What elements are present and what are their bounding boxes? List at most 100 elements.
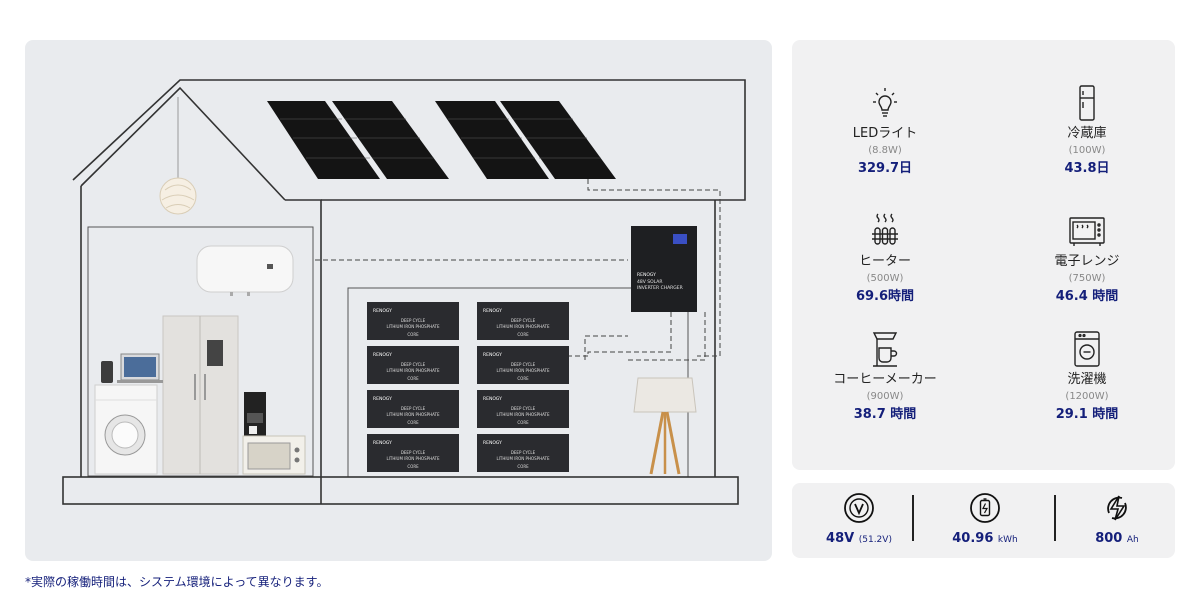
svg-text:CORE: CORE — [407, 376, 419, 381]
appliance-runtime-panel: LEDライト (8.8W) 329.7日 冷蔵庫 (100W) 43.8日 ヒー… — [792, 40, 1175, 470]
svg-text:RENOGY: RENOGY — [373, 396, 392, 402]
microwave-icon — [1067, 212, 1107, 252]
light-bulb-icon — [865, 84, 905, 124]
wiring — [315, 179, 721, 361]
svg-text:RENOGY: RENOGY — [483, 440, 502, 446]
svg-text:CORE: CORE — [517, 420, 529, 425]
laptop — [117, 353, 163, 383]
svg-text:CORE: CORE — [517, 464, 529, 469]
appliance-power: (750W) — [1068, 273, 1106, 284]
svg-text:DEEP CYCLE: DEEP CYCLE — [511, 362, 536, 367]
appliance-power: (1200W) — [1065, 391, 1109, 402]
svg-text:CORE: CORE — [407, 332, 419, 337]
svg-text:RENOGY: RENOGY — [373, 352, 392, 358]
svg-text:RENOGY: RENOGY — [483, 308, 502, 314]
left-room — [87, 226, 314, 477]
roof-outline — [72, 79, 746, 201]
inverter-charger: RENOGY 48V SOLAR INVERTER CHARGER — [631, 226, 697, 312]
house-illustration: RENOGY 48V SOLAR INVERTER CHARGER RENOGY… — [25, 40, 772, 561]
appliance-name: コーヒーメーカー — [833, 372, 937, 387]
phone — [101, 361, 113, 383]
appliance-heater: ヒーター (500W) 69.6時間 — [820, 212, 950, 305]
stat-divider — [1054, 495, 1056, 541]
svg-text:RENOGY: RENOGY — [373, 308, 392, 314]
svg-text:LITHIUM IRON PHOSPHATE: LITHIUM IRON PHOSPHATE — [497, 324, 550, 329]
appliance-power: (100W) — [1068, 145, 1106, 156]
stat-unit: (51.2V) — [858, 535, 892, 545]
battery-spec-bar: 48V (51.2V) 40.96 kWh 800 Ah — [792, 483, 1175, 558]
washing-machine — [94, 384, 158, 475]
floor-lamp — [633, 377, 697, 475]
stat-unit: Ah — [1126, 535, 1139, 545]
svg-text:CORE: CORE — [517, 376, 529, 381]
svg-text:LITHIUM IRON PHOSPHATE: LITHIUM IRON PHOSPHATE — [497, 412, 550, 417]
svg-text:DEEP CYCLE: DEEP CYCLE — [401, 406, 426, 411]
runtime-footnote: *実際の稼働時間は、システム環境によって異なります。 — [25, 575, 329, 589]
stat-capacity: 800 Ah — [1062, 491, 1172, 546]
appliance-runtime: 43.8日 — [1064, 161, 1110, 176]
toaster-oven — [242, 435, 306, 475]
voltage-icon — [842, 491, 876, 525]
stat-unit: kWh — [997, 535, 1018, 545]
svg-text:DEEP CYCLE: DEEP CYCLE — [511, 406, 536, 411]
svg-text:CORE: CORE — [517, 332, 529, 337]
appliance-runtime: 69.6時間 — [855, 289, 915, 304]
lightning-icon — [1100, 491, 1134, 525]
appliance-refrigerator: 冷蔵庫 (100W) 43.8日 — [1022, 84, 1152, 177]
svg-text:LITHIUM IRON PHOSPHATE: LITHIUM IRON PHOSPHATE — [387, 368, 440, 373]
coffee-maker — [244, 392, 266, 436]
refrigerator-icon — [1067, 84, 1107, 124]
refrigerator — [162, 315, 239, 475]
appliance-name: ヒーター — [858, 254, 911, 269]
svg-text:DEEP CYCLE: DEEP CYCLE — [511, 450, 536, 455]
appliance-power: (500W) — [866, 273, 904, 284]
coffee-maker-icon — [865, 330, 905, 370]
pendant-lamp — [159, 97, 197, 215]
svg-text:RENOGY: RENOGY — [373, 440, 392, 446]
svg-text:LITHIUM IRON PHOSPHATE: LITHIUM IRON PHOSPHATE — [497, 368, 550, 373]
washing-machine-icon — [1067, 330, 1107, 370]
roof-inner-outline — [80, 86, 286, 201]
appliance-coffee-maker: コーヒーメーカー (900W) 38.7 時間 — [820, 330, 950, 423]
stat-energy: 40.96 kWh — [930, 491, 1040, 546]
svg-text:DEEP CYCLE: DEEP CYCLE — [401, 362, 426, 367]
stat-divider — [912, 495, 914, 541]
svg-text:RENOGY: RENOGY — [483, 352, 502, 358]
appliance-power: (900W) — [866, 391, 904, 402]
svg-text:48V SOLAR: 48V SOLAR — [637, 279, 662, 285]
svg-text:CORE: CORE — [407, 420, 419, 425]
appliance-led-light: LEDライト (8.8W) 329.7日 — [820, 84, 950, 177]
svg-text:CORE: CORE — [407, 464, 419, 469]
svg-text:DEEP CYCLE: DEEP CYCLE — [511, 318, 536, 323]
appliance-runtime: 38.7 時間 — [853, 407, 917, 422]
stat-value: 40.96 — [952, 531, 994, 546]
appliance-washing-machine: 洗濯機 (1200W) 29.1 時間 — [1022, 330, 1152, 423]
battery-bank: RENOGY DEEP CYCLE LITHIUM IRON PHOSPHATE… — [367, 302, 569, 472]
water-heater — [196, 245, 294, 296]
svg-text:LITHIUM IRON PHOSPHATE: LITHIUM IRON PHOSPHATE — [497, 456, 550, 461]
appliance-name: 電子レンジ — [1054, 254, 1120, 269]
house-scene: RENOGY 48V SOLAR INVERTER CHARGER RENOGY… — [62, 79, 746, 505]
appliance-power: (8.8W) — [868, 145, 902, 156]
svg-text:RENOGY: RENOGY — [637, 272, 656, 278]
battery-icon — [968, 491, 1002, 525]
appliance-microwave: 電子レンジ (750W) 46.4 時間 — [1022, 212, 1152, 305]
svg-text:LITHIUM IRON PHOSPHATE: LITHIUM IRON PHOSPHATE — [387, 412, 440, 417]
solar-panels — [267, 101, 616, 179]
stat-value: 48V — [826, 531, 855, 546]
appliance-runtime: 29.1 時間 — [1055, 407, 1119, 422]
svg-text:RENOGY: RENOGY — [483, 396, 502, 402]
floor-base — [62, 476, 739, 505]
appliance-runtime: 329.7日 — [857, 161, 913, 176]
appliance-runtime: 46.4 時間 — [1055, 289, 1119, 304]
appliance-name: 洗濯機 — [1067, 372, 1107, 387]
stat-value: 800 — [1095, 531, 1123, 546]
center-wall — [285, 199, 322, 477]
appliance-name: LEDライト — [852, 126, 918, 141]
svg-text:DEEP CYCLE: DEEP CYCLE — [401, 450, 426, 455]
appliance-name: 冷蔵庫 — [1067, 126, 1107, 141]
svg-text:LITHIUM IRON PHOSPHATE: LITHIUM IRON PHOSPHATE — [387, 324, 440, 329]
svg-text:DEEP CYCLE: DEEP CYCLE — [401, 318, 426, 323]
stat-voltage: 48V (51.2V) — [804, 491, 914, 546]
svg-text:LITHIUM IRON PHOSPHATE: LITHIUM IRON PHOSPHATE — [387, 456, 440, 461]
